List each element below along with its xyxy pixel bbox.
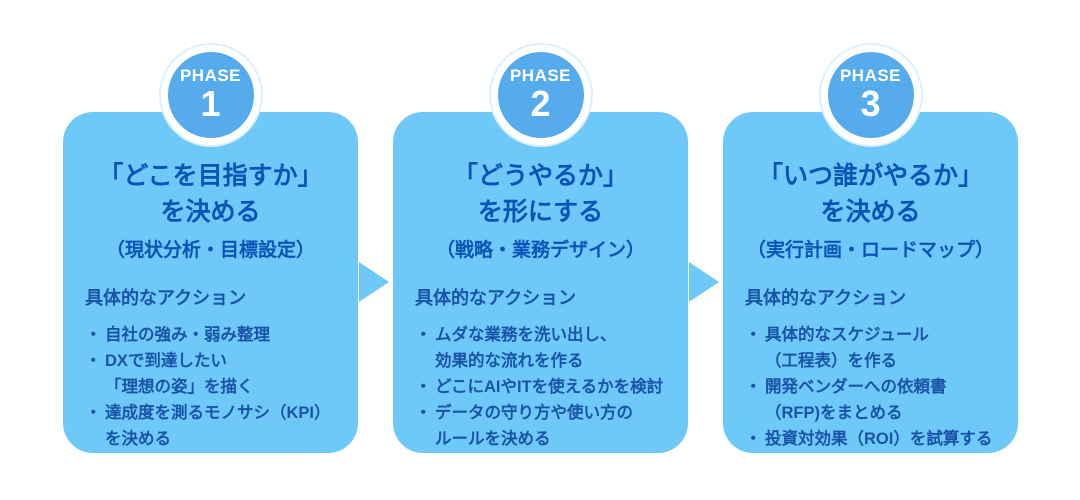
phase-1-badge: PHASE 1 [160,45,261,145]
phase-2-actions-heading: 具体的なアクション [415,288,577,308]
action-item-line: を決める [85,426,344,452]
phase-badge-number: 1 [200,83,221,124]
action-item-text: 投資対効果（ROI）を試算する [765,430,993,448]
phase-3-badge: PHASE 3 [820,45,921,145]
phase-badge-number: 2 [530,83,551,124]
action-item-text: 自社の強み・弱み整理 [105,326,270,344]
phase-3-title-line-1: 「いつ誰がやるか」 [757,162,983,190]
bullet-marker: ・ [415,326,432,344]
phase-1-action-list: ・ 自社の強み・弱み整理 ・ DXで到達したい 「理想の姿」を描く ・ 達成度を… [77,322,344,452]
action-item-line: 「理想の姿」を描く [85,374,344,400]
phase-2-title: 「どうやるか」 を形にする [407,158,674,230]
phase-2-action-list: ・ ムダな業務を洗い出し、 効果的な流れを作る ・ どこにAIやITを使えるかを… [407,322,674,452]
bullet-marker: ・ [745,430,762,448]
action-item-line: 効果的な流れを作る [415,348,674,374]
bullet-marker: ・ [85,352,102,370]
phase-2-badge: PHASE 2 [490,45,591,145]
phase-badge-number: 3 [860,83,881,124]
action-item-text: ルールを決める [435,430,551,448]
bullet-marker: ・ [745,326,762,344]
action-item-line: ・ 投資対効果（ROI）を試算する [745,426,1004,452]
phase-1-title-line-2: を決める [160,198,261,226]
phase-badge-label: PHASE [179,66,242,85]
phase-badge-label: PHASE [509,66,572,85]
action-item-text: DXで到達したい [105,352,227,370]
bullet-marker: ・ [415,404,432,422]
phase-1-subtitle: （現状分析・目標設定） [105,240,315,261]
bullet-marker: ・ [415,378,432,396]
action-item-text: 達成度を測るモノサシ（KPI） [105,404,331,422]
action-item-text: （工程表）を作る [765,352,897,370]
phase-2-title-line-1: 「どうやるか」 [452,162,628,190]
bullet-marker: ・ [85,326,102,344]
action-item-line: ・ 開発ベンダーへの依頼書 [745,374,1004,400]
phase-1-actions-heading: 具体的なアクション [85,288,247,308]
flow-arrow-icon [359,262,389,302]
action-item-line: （RFP)をまとめる [745,400,1004,426]
phase-3-subtitle: （実行計画・ロードマップ） [746,240,994,261]
flow-arrow-icon [689,262,719,302]
phase-3-action-list: ・ 具体的なスケジュール （工程表）を作る ・ 開発ベンダーへの依頼書 （RFP… [737,322,1004,452]
action-item-line: （工程表）を作る [745,348,1004,374]
action-item-line: ・ ムダな業務を洗い出し、 [415,322,674,348]
action-item-line: ・ 自社の強み・弱み整理 [85,322,344,348]
action-item-text: を決める [105,430,171,448]
action-item-text: どこにAIやITを使えるかを検討 [435,378,664,396]
phase-3-title-line-2: を決める [820,198,921,226]
action-item-line: ルールを決める [415,426,674,452]
phase-2-card: PHASE 2 「どうやるか」 を形にする （戦略・業務デザイン） 具体的なアク… [393,45,688,453]
phase-3-title: 「いつ誰がやるか」 を決める [737,158,1004,230]
action-item-text: データの守り方や使い方の [435,404,633,422]
action-item-line: ・ DXで到達したい [85,348,344,374]
action-item-text: （RFP)をまとめる [765,404,903,422]
phase-3-actions-heading: 具体的なアクション [745,288,907,308]
action-item-line: ・ どこにAIやITを使えるかを検討 [415,374,674,400]
phase-1-title-line-1: 「どこを目指すか」 [98,162,323,190]
action-item-text: 具体的なスケジュール [765,326,929,344]
phase-2-title-line-2: を形にする [477,198,604,226]
action-item-line: ・ 達成度を測るモノサシ（KPI） [85,400,344,426]
bullet-marker: ・ [85,404,102,422]
bullet-marker: ・ [745,378,762,396]
action-item-text: 効果的な流れを作る [435,352,584,370]
phase-1-title: 「どこを目指すか」 を決める [77,158,344,230]
action-item-line: ・ 具体的なスケジュール [745,322,1004,348]
phase-2-subtitle: （戦略・業務デザイン） [435,240,645,261]
phase-badge-label: PHASE [839,66,902,85]
action-item-text: ムダな業務を洗い出し、 [435,326,617,344]
action-item-text: 「理想の姿」を描く [105,378,254,396]
phase-3-card: PHASE 3 「いつ誰がやるか」 を決める （実行計画・ロードマップ） 具体的… [723,45,1018,453]
phase-1-card: PHASE 1 「どこを目指すか」 を決める （現状分析・目標設定） 具体的なア… [63,45,358,453]
action-item-text: 開発ベンダーへの依頼書 [765,378,947,396]
action-item-line: ・ データの守り方や使い方の [415,400,674,426]
